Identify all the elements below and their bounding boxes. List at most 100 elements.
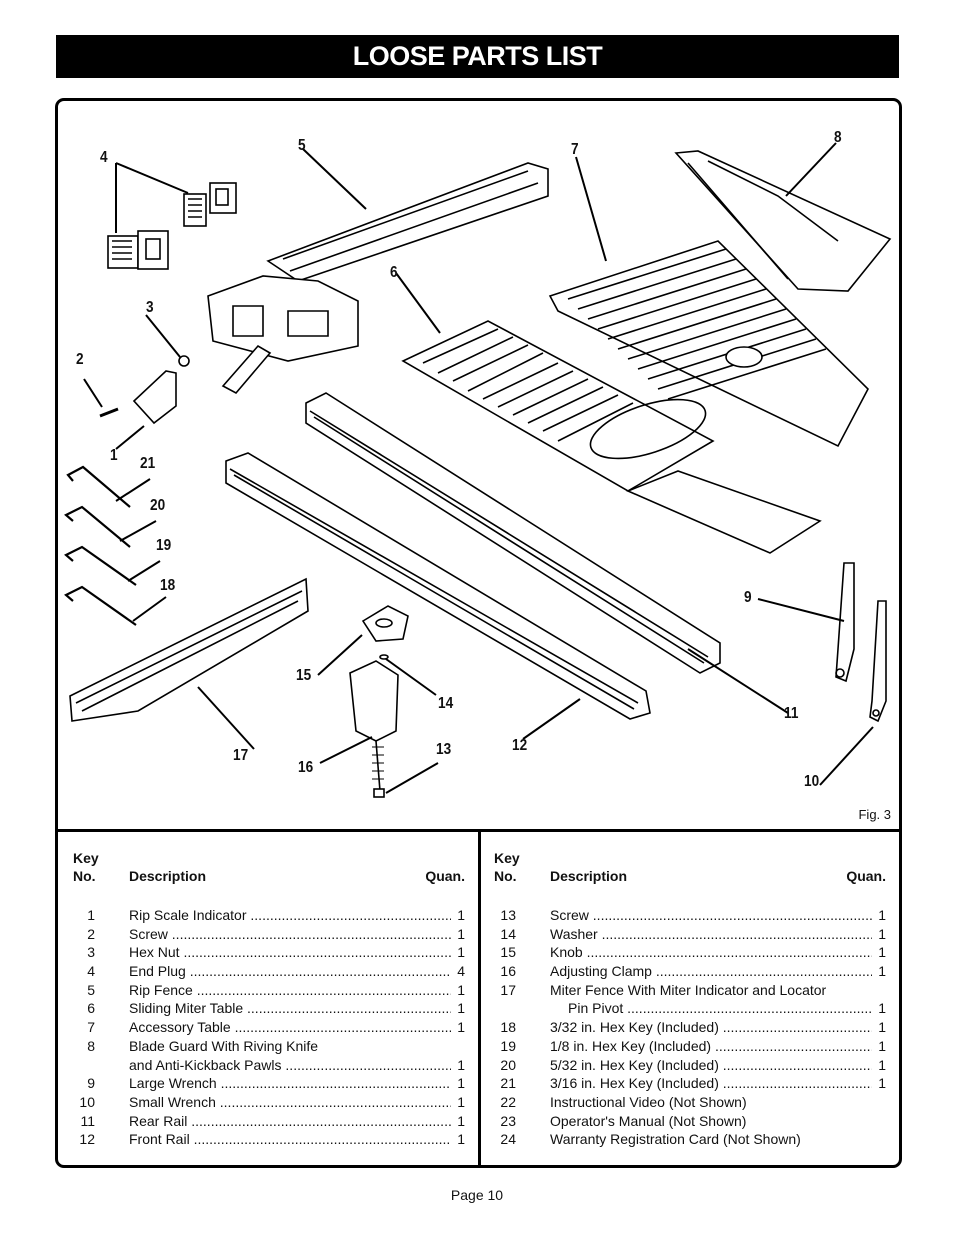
part-description: Hex Nut [129, 943, 451, 962]
part-quantity: 1 [457, 925, 465, 942]
table-row: and Anti-Kickback Pawls1 [73, 1056, 473, 1075]
part-description: Pin Pivot [568, 999, 872, 1018]
key-no: 4 [87, 963, 95, 980]
title-banner: LOOSE PARTS LIST [56, 35, 899, 78]
part-quantity: 1 [878, 907, 886, 923]
part-quantity: 1 [457, 907, 465, 923]
part-description: Large Wrench [129, 1074, 451, 1093]
key-header-line1: Key [73, 850, 99, 866]
callout-10: 10 [804, 773, 820, 790]
callout-3: 3 [146, 299, 154, 316]
part-quantity: 1 [878, 925, 886, 942]
callout-21: 21 [140, 455, 156, 472]
rip-fence-drawing [207, 162, 549, 395]
table-row: 14Washer1 [494, 925, 894, 944]
page-number: Page 10 [450, 1187, 504, 1203]
key-no: 10 [79, 1093, 95, 1110]
part-quantity: 1 [457, 1131, 465, 1148]
part-quantity: 1 [878, 963, 886, 980]
key-no: 16 [500, 963, 516, 980]
part-description: Knob [550, 943, 872, 962]
callout-13: 13 [436, 741, 452, 758]
callout-20: 20 [150, 497, 166, 514]
callout-14: 14 [438, 695, 454, 712]
callout-9: 9 [744, 589, 752, 606]
part-quantity: 1 [457, 944, 465, 961]
part-description: Rip Scale Indicator [129, 906, 451, 925]
table-header: Key No. Description Quan. [494, 850, 894, 906]
figure-caption: Fig. 3 [858, 807, 891, 822]
part-quantity: 1 [457, 1112, 465, 1129]
part-description: Screw [550, 906, 872, 925]
part-description: Small Wrench [129, 1093, 451, 1112]
blade-guard-drawing [674, 150, 892, 292]
wrenches-drawing [835, 562, 887, 723]
table-row: 6 Sliding Miter Table 1 [73, 999, 473, 1018]
callout-15: 15 [296, 667, 312, 684]
key-no: 14 [500, 925, 516, 942]
table-row: 11 Rear Rail 1 [73, 1112, 473, 1131]
callout-17: 17 [233, 747, 249, 764]
part-quantity: 1 [457, 1000, 465, 1017]
accessory-table-drawing [548, 240, 869, 448]
miter-fence-drawing [69, 577, 309, 722]
key-no: 15 [500, 944, 516, 961]
part-quantity: 1 [878, 1000, 886, 1017]
table-row: 213/16 in. Hex Key (Included)1 [494, 1074, 894, 1093]
parts-table-right: Key No. Description Quan. 13 Screw 1 14Was… [494, 850, 894, 1149]
quantity-header: Quan. [425, 868, 465, 884]
part-description: Rear Rail [129, 1112, 451, 1131]
key-header-line1: Key [494, 850, 520, 866]
table-row: 191/8 in. Hex Key (Included)1 [494, 1037, 894, 1056]
part-description: 5/32 in. Hex Key (Included) [550, 1056, 872, 1075]
key-no: 11 [80, 1112, 95, 1129]
callout-8: 8 [834, 129, 842, 146]
part-quantity: 1 [878, 1075, 886, 1092]
quantity-header: Quan. [846, 868, 886, 884]
callout-19: 19 [156, 537, 172, 554]
clamp-assembly-drawing [349, 605, 409, 798]
callout-12: 12 [512, 737, 528, 754]
part-quantity: 1 [457, 1019, 465, 1036]
part-quantity: 1 [878, 1037, 886, 1054]
callout-7: 7 [571, 141, 579, 158]
table-row: 17 Miter Fence With Miter Indicator and L… [494, 981, 894, 1000]
callout-4: 4 [100, 149, 108, 166]
part-quantity: 1 [457, 981, 465, 998]
key-no: 17 [500, 981, 516, 998]
part-description: and Anti-Kickback Pawls [129, 1056, 451, 1075]
key-no: 18 [500, 1019, 516, 1036]
hex-keys-drawing [64, 465, 137, 626]
part-description: Miter Fence With Miter Indicator and Loc… [550, 981, 827, 998]
part-description: End Plug [129, 962, 451, 981]
table-row: Pin Pivot 1 [494, 999, 894, 1018]
key-no: 13 [500, 907, 516, 923]
part-description: 1/8 in. Hex Key (Included) [550, 1037, 872, 1056]
table-row: 183/32 in. Hex Key (Included)1 [494, 1018, 894, 1037]
key-no: 7 [87, 1019, 95, 1036]
key-no: 21 [500, 1075, 516, 1092]
part-quantity: 1 [878, 1019, 886, 1036]
key-no: 6 [87, 1000, 95, 1017]
sliding-miter-table-drawing [401, 320, 822, 554]
part-description: Adjusting Clamp [550, 962, 872, 981]
key-no: 2 [87, 925, 95, 942]
table-row: 205/32 in. Hex Key (Included)1 [494, 1056, 894, 1075]
callout-16: 16 [298, 759, 314, 776]
part-description: Sliding Miter Table [129, 999, 451, 1018]
part-description: Operator's Manual (Not Shown) [550, 1112, 747, 1129]
parts-illustration: 4 5 7 8 6 3 2 1 21 20 19 18 9 15 14 11 1… [58, 101, 899, 832]
part-description: Instructional Video (Not Shown) [550, 1093, 747, 1110]
callout-6: 6 [390, 264, 398, 281]
callout-2: 2 [76, 351, 84, 368]
callout-5: 5 [298, 137, 306, 154]
description-header: Description [550, 868, 628, 884]
key-no: 22 [500, 1093, 516, 1110]
